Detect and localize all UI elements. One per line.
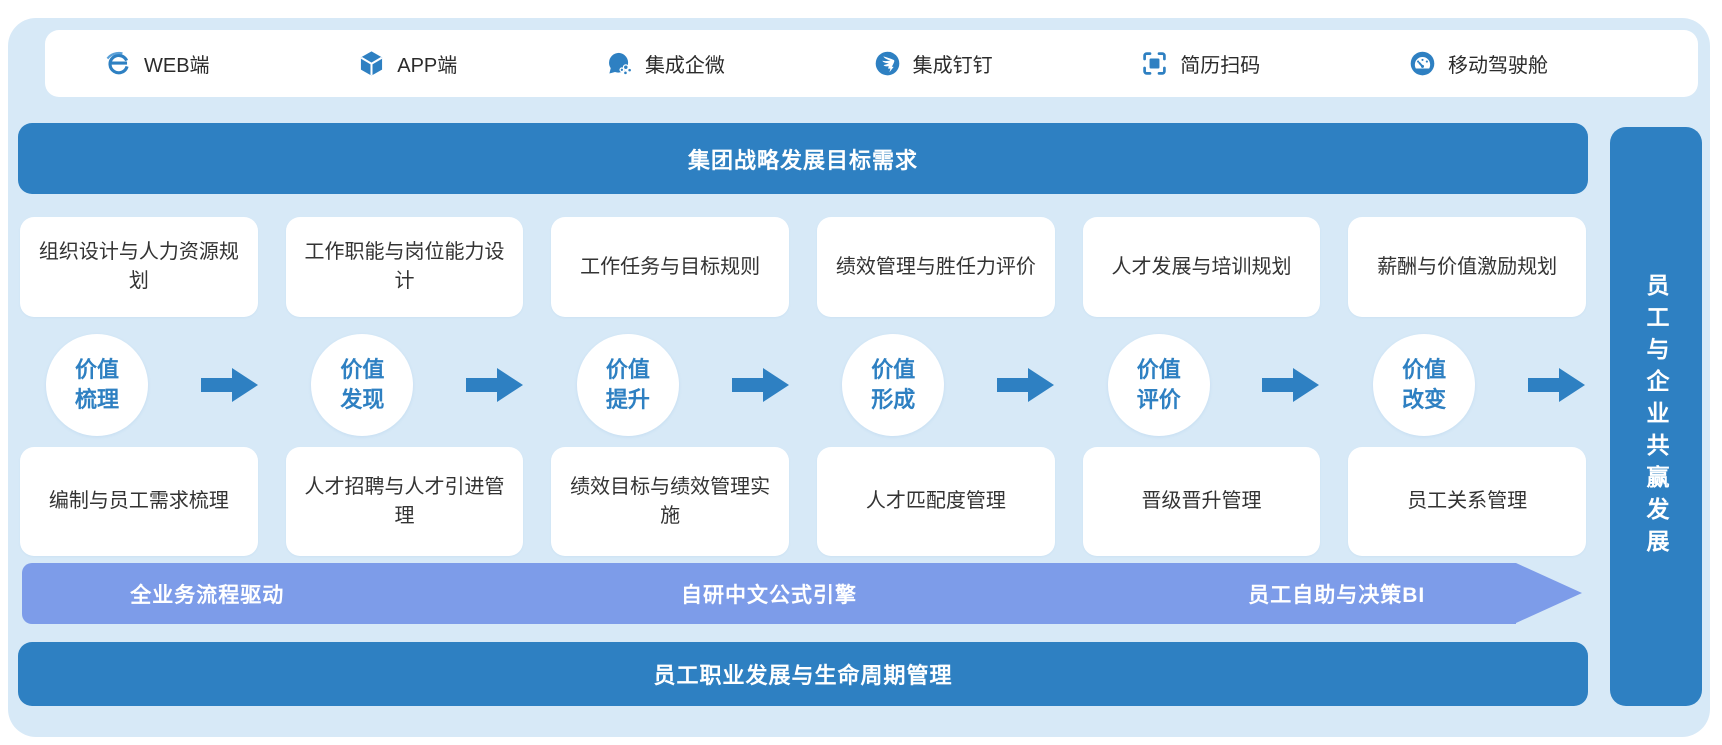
access-item-dingtalk: 集成钉钉 — [874, 49, 993, 78]
planning-card: 绩效管理与胜任力评价 — [817, 217, 1055, 317]
arrow-right-icon — [731, 367, 789, 402]
value-step-circle: 价值 改变 — [1373, 333, 1476, 436]
value-chain-row: 价值 梳理 价值 发现 价值 提升 价值 形成 价值 评价 价值 改变 — [20, 333, 1586, 436]
value-step-circle: 价值 发现 — [311, 333, 414, 436]
access-item-app: APP端 — [358, 49, 457, 78]
access-item-label: 集成企微 — [644, 55, 725, 77]
arrow-right-icon — [1262, 367, 1320, 402]
execution-card: 绩效目标与绩效管理实施 — [551, 447, 790, 556]
lifecycle-banner-label: 员工职业发展与生命周期管理 — [653, 663, 953, 688]
capability-label: 全业务流程驱动 — [130, 583, 285, 607]
value-step-line1: 价值 — [605, 356, 650, 382]
access-item-label: 移动驾驶舱 — [1447, 55, 1548, 77]
strategy-banner-label: 集团战略发展目标需求 — [687, 147, 918, 173]
strategy-banner: 集团战略发展目标需求 — [18, 123, 1588, 194]
access-item-label: WEB端 — [144, 55, 210, 77]
arrow-right-icon — [466, 367, 524, 402]
ie-browser-icon — [105, 50, 132, 77]
planning-card: 人才发展与培训规划 — [1082, 217, 1321, 317]
lifecycle-banner: 员工职业发展与生命周期管理 — [18, 642, 1588, 706]
access-item-web: WEB端 — [105, 49, 210, 78]
planning-cards-row: 组织设计与人力资源规划 工作职能与岗位能力设计 工作任务与目标规则 绩效管理与胜… — [20, 217, 1587, 317]
execution-card: 人才匹配度管理 — [817, 447, 1055, 556]
capability-band-body: 全业务流程驱动 自研中文公式引擎 员工自助与决策BI — [22, 563, 1516, 624]
access-channel-bar: WEB端 APP端 集成企微 — [45, 30, 1698, 97]
value-step-line1: 价值 — [871, 356, 916, 382]
access-item-mobile-cockpit: 移动驾驶舱 — [1409, 49, 1548, 78]
capability-band: 全业务流程驱动 自研中文公式引擎 员工自助与决策BI — [22, 563, 1582, 624]
dingtalk-icon — [874, 50, 901, 77]
access-item-label: 简历扫码 — [1180, 55, 1261, 77]
value-step-line2: 梳理 — [74, 386, 119, 412]
arrow-right-icon — [1527, 367, 1585, 402]
value-step-line2: 形成 — [871, 386, 916, 412]
access-item-label: APP端 — [397, 55, 458, 77]
execution-card: 员工关系管理 — [1348, 447, 1587, 556]
value-step-circle: 价值 提升 — [576, 333, 679, 436]
value-step-line1: 价值 — [1402, 356, 1447, 382]
planning-card: 工作任务与目标规则 — [551, 217, 790, 317]
outcome-banner-label: 员工与企业共赢发展 — [1643, 272, 1669, 561]
wecom-chat-icon — [606, 50, 633, 77]
planning-card: 工作职能与岗位能力设计 — [285, 217, 524, 317]
access-item-wecom: 集成企微 — [606, 49, 725, 78]
outcome-banner: 员工与企业共赢发展 — [1610, 127, 1702, 706]
value-step-line2: 评价 — [1136, 386, 1181, 412]
execution-card: 晋级晋升管理 — [1082, 447, 1321, 556]
app-cube-icon — [358, 50, 385, 77]
access-item-label: 集成钉钉 — [912, 55, 993, 77]
arrow-right-icon — [997, 367, 1055, 402]
dashboard-gauge-icon — [1409, 50, 1436, 77]
value-step-circle: 价值 梳理 — [46, 333, 148, 436]
capability-label: 员工自助与决策BI — [1248, 583, 1426, 607]
arrow-right-icon — [200, 367, 258, 402]
planning-card: 组织设计与人力资源规划 — [20, 217, 258, 317]
execution-card: 编制与员工需求梳理 — [20, 447, 258, 556]
scan-code-icon — [1141, 50, 1168, 77]
value-step-line1: 价值 — [74, 356, 119, 382]
execution-card: 人才招聘与人才引进管理 — [285, 447, 524, 556]
execution-cards-row: 编制与员工需求梳理 人才招聘与人才引进管理 绩效目标与绩效管理实施 人才匹配度管… — [20, 447, 1587, 556]
capability-label: 自研中文公式引擎 — [681, 583, 857, 607]
value-step-line2: 改变 — [1402, 386, 1447, 412]
value-step-line1: 价值 — [340, 356, 385, 382]
capability-band-arrow-tip — [1516, 563, 1582, 623]
value-step-line1: 价值 — [1136, 356, 1181, 382]
planning-card: 薪酬与价值激励规划 — [1348, 217, 1587, 317]
value-step-circle: 价值 形成 — [842, 333, 945, 436]
access-item-resume-scan: 简历扫码 — [1141, 49, 1260, 78]
value-step-line2: 提升 — [605, 386, 650, 412]
value-step-line2: 发现 — [340, 386, 385, 412]
value-step-circle: 价值 评价 — [1107, 333, 1210, 436]
